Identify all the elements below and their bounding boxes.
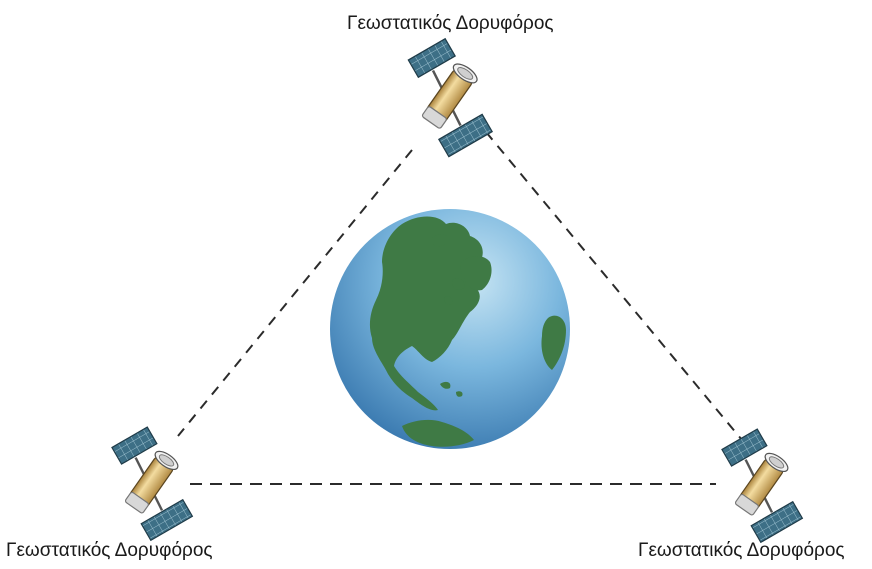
satellite-label-bottom-right: Γεωστατικός Δορυφόρος <box>638 540 845 561</box>
satellite-left-icon <box>110 425 194 542</box>
earth-globe-icon <box>330 209 570 449</box>
satellite-label-top: Γεωστατικός Δορυφόρος <box>347 13 554 34</box>
satellite-right-icon <box>720 427 804 544</box>
satellite-label-bottom-left: Γεωστατικός Δορυφόρος <box>6 540 213 561</box>
link-top-right <box>485 131 743 441</box>
satellite-top-icon <box>407 37 494 158</box>
link-top-left <box>177 149 413 437</box>
